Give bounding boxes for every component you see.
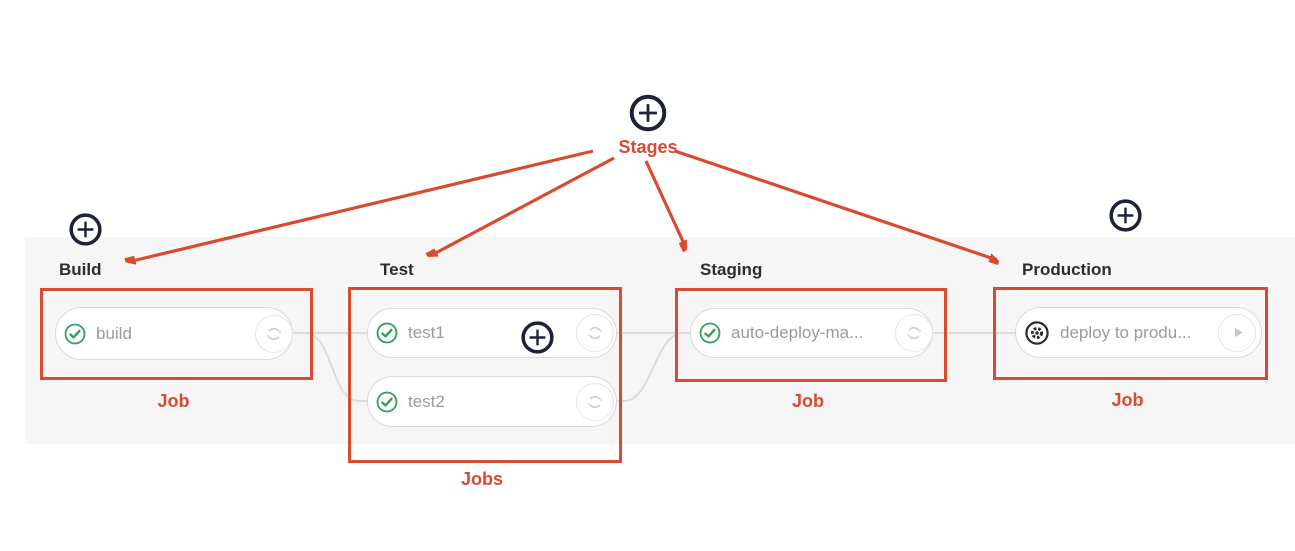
annotation-job-label-build: Job bbox=[157, 391, 190, 411]
job-pill-build[interactable]: build bbox=[55, 307, 293, 360]
production-stage-annotation-box bbox=[993, 287, 1268, 380]
job-pill-auto-deploy[interactable]: auto-deploy-ma... bbox=[690, 308, 933, 358]
annotation-jobs-label-test: Jobs bbox=[460, 469, 503, 489]
success-check-icon bbox=[699, 322, 721, 344]
stage-header-staging: Staging bbox=[700, 260, 763, 279]
retry-button[interactable] bbox=[895, 314, 933, 352]
stage-header-production: Production bbox=[1022, 260, 1112, 279]
add-stage-plus-icon-production[interactable] bbox=[1107, 197, 1144, 239]
retry-button[interactable] bbox=[255, 314, 293, 353]
job-label: auto-deploy-ma... bbox=[731, 323, 864, 342]
play-icon bbox=[1234, 327, 1243, 338]
job-pill-test1[interactable]: test1 bbox=[367, 308, 617, 358]
manual-gear-icon bbox=[1024, 320, 1050, 346]
job-label: deploy to produ... bbox=[1060, 322, 1192, 342]
retry-button[interactable] bbox=[576, 314, 614, 352]
add-stage-plus-icon[interactable] bbox=[627, 92, 669, 139]
retry-icon bbox=[906, 326, 922, 340]
retry-icon bbox=[587, 326, 603, 340]
staging-stage-annotation-box bbox=[675, 288, 947, 382]
job-label: build bbox=[96, 323, 132, 343]
job-label: test2 bbox=[408, 391, 445, 411]
retry-icon bbox=[587, 395, 603, 408]
stage-header-test: Test bbox=[380, 260, 414, 279]
add-job-plus-icon-test[interactable] bbox=[519, 319, 556, 361]
add-stage-plus-icon-build[interactable] bbox=[67, 211, 104, 253]
job-label: test1 bbox=[408, 323, 445, 342]
build-stage-annotation-box bbox=[40, 288, 313, 380]
success-check-icon bbox=[376, 322, 398, 344]
annotation-stages-label: Stages bbox=[618, 137, 678, 157]
annotation-job-label-staging: Job bbox=[791, 391, 824, 411]
test-stage-annotation-box bbox=[348, 287, 622, 463]
retry-button[interactable] bbox=[576, 382, 614, 421]
success-check-icon bbox=[64, 323, 86, 345]
stage-header-build: Build bbox=[59, 260, 102, 279]
success-check-icon bbox=[376, 391, 398, 413]
annotation-job-label-production: Job bbox=[1111, 390, 1144, 410]
retry-icon bbox=[266, 327, 282, 340]
job-pill-test2[interactable]: test2 bbox=[367, 376, 617, 427]
job-pill-deploy-to-production[interactable]: deploy to produ... bbox=[1015, 307, 1262, 358]
play-button[interactable] bbox=[1218, 313, 1256, 352]
